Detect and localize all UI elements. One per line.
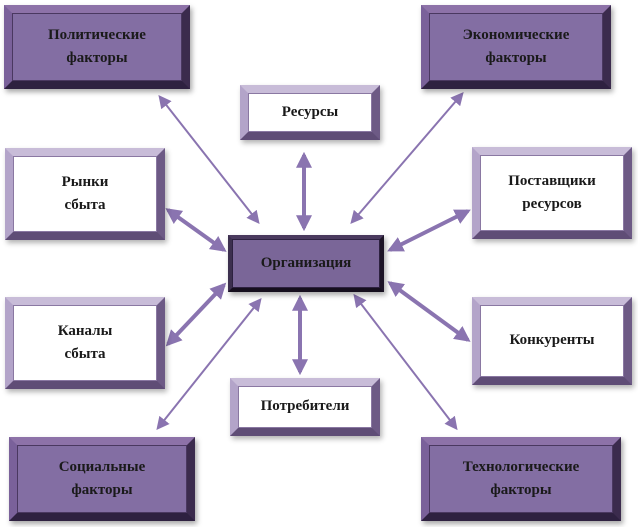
suppliers-label: Поставщики ресурсов bbox=[508, 172, 596, 212]
social-factors-box: Социальные факторы bbox=[9, 437, 195, 521]
consumers-box: Потребители bbox=[230, 378, 380, 436]
economic-factors-box: Экономические факторы bbox=[421, 5, 611, 89]
markets-box: Рынки сбыта bbox=[5, 148, 165, 240]
arrow-competitors bbox=[387, 281, 471, 342]
competitors-label: Конкуренты bbox=[509, 332, 595, 349]
political-factors-box: Политические факторы bbox=[4, 5, 190, 89]
arrow-political bbox=[158, 94, 260, 225]
organization-box: Организация bbox=[228, 235, 384, 292]
arrow-technological bbox=[353, 293, 458, 431]
arrow-markets bbox=[165, 208, 227, 252]
consumers-label: Потребители bbox=[260, 398, 350, 415]
resources-box: Ресурсы bbox=[240, 85, 380, 140]
competitors-box: Конкуренты bbox=[472, 297, 632, 385]
arrow-social bbox=[156, 297, 262, 431]
arrow-suppliers bbox=[387, 209, 471, 252]
arrow-channels bbox=[165, 282, 227, 347]
technological-factors-box: Технологические факторы bbox=[421, 437, 621, 521]
resources-label: Ресурсы bbox=[281, 103, 339, 120]
suppliers-box: Поставщики ресурсов bbox=[472, 147, 632, 239]
arrow-economic bbox=[350, 92, 464, 224]
technological-factors-label: Технологические факторы bbox=[462, 458, 580, 498]
markets-label: Рынки сбыта bbox=[61, 173, 109, 213]
social-factors-label: Социальные факторы bbox=[58, 458, 146, 498]
channels-box: Каналы сбыта bbox=[5, 297, 165, 389]
channels-label: Каналы сбыта bbox=[57, 322, 113, 362]
economic-factors-label: Экономические факторы bbox=[462, 26, 570, 66]
organization-label: Организация bbox=[260, 254, 352, 271]
political-factors-label: Политические факторы bbox=[48, 26, 146, 66]
